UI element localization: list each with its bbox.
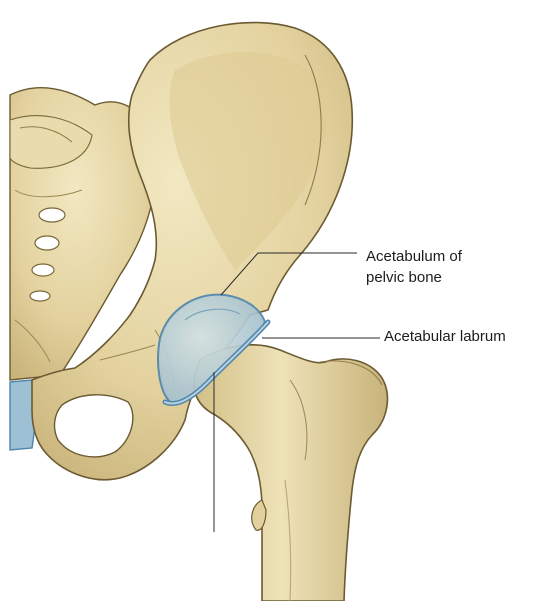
labrum-label: Acetabular labrum bbox=[384, 326, 506, 347]
acetabulum-label-line2: pelvic bone bbox=[366, 267, 462, 288]
sacral-foramen bbox=[30, 291, 50, 301]
sacral-foramen bbox=[32, 264, 54, 276]
acetabulum-label: Acetabulum of pelvic bone bbox=[366, 246, 462, 288]
sacral-foramen bbox=[35, 236, 59, 250]
obturator-foramen bbox=[55, 395, 133, 457]
acetabulum-label-line1: Acetabulum of bbox=[366, 246, 462, 267]
femur bbox=[194, 345, 388, 601]
sacral-foramen bbox=[39, 208, 65, 222]
